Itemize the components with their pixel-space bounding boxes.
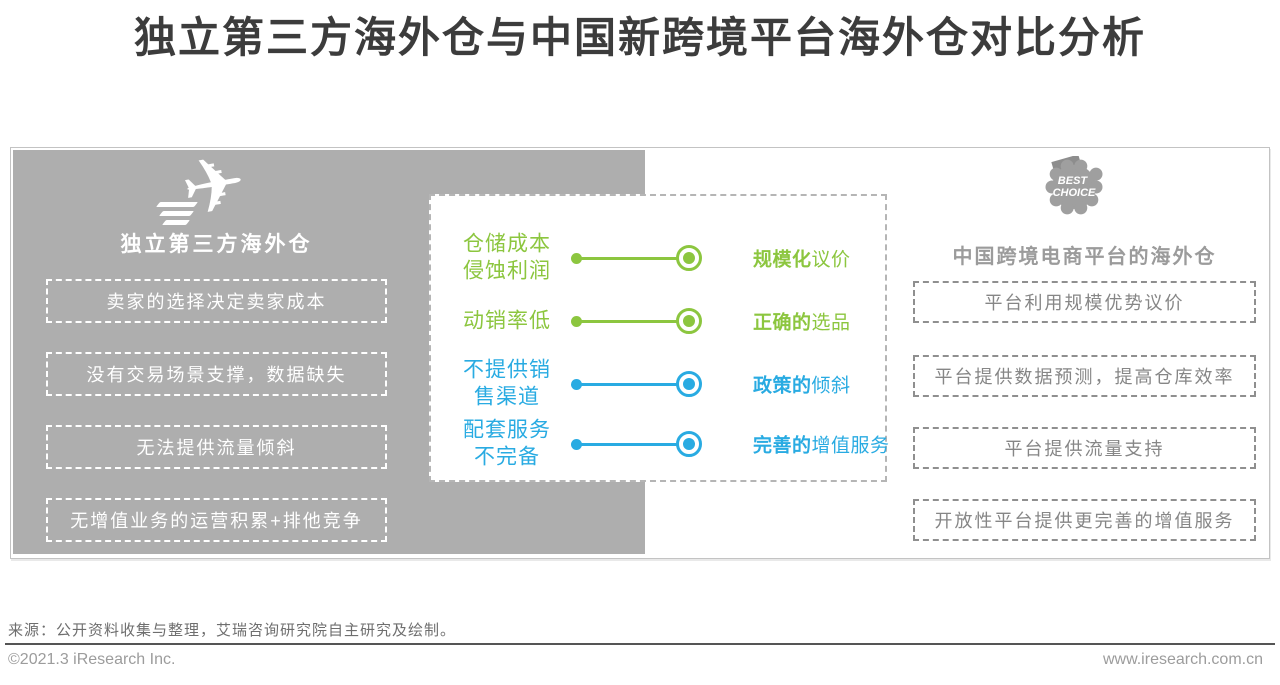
- left-item-label: 没有交易场景支撑，数据缺失: [86, 365, 347, 385]
- connector-ring-icon: [676, 245, 702, 271]
- comparison-row: 配套服务 不完备 完善的增值服务: [431, 409, 889, 479]
- svg-text:BEST CHOICE: BEST CHOICE: [1053, 175, 1096, 199]
- page-title: 独立第三方海外仓与中国新跨境平台海外仓对比分析: [133, 14, 1146, 61]
- weakness-label: 动销率低: [463, 309, 551, 333]
- left-item-box: 无增值业务的运营积累+排他竞争: [46, 498, 387, 542]
- weakness-label: 仓储成本 侵蚀利润: [463, 232, 551, 283]
- speed-line: [162, 220, 190, 225]
- comparison-panel: ✈ 独立第三方海外仓 卖家的选择决定卖家成本 没有交易场景支撑，数据缺失 无法提…: [10, 136, 1270, 559]
- connector-line: [580, 256, 678, 260]
- left-item-label: 无增值业务的运营积累+排他竞争: [70, 511, 363, 531]
- connector-dot: [571, 252, 582, 264]
- comparison-box: 仓储成本 侵蚀利润 规模化议价 动销率低 正确的选品: [429, 194, 889, 482]
- advantage-label: 规模化议价: [753, 249, 851, 271]
- airplane-icon: ✈: [156, 136, 280, 235]
- connector-line: [580, 319, 678, 323]
- left-item-box: 没有交易场景支撑，数据缺失: [46, 352, 387, 396]
- advantage-label: 正确的选品: [753, 312, 851, 334]
- left-item-label: 无法提供流量倾斜: [136, 438, 297, 458]
- connector-line: [580, 442, 678, 446]
- footer-divider: [5, 643, 1275, 645]
- copyright-text: ©2021.3 iResearch Inc.: [8, 651, 176, 668]
- left-item-box: 卖家的选择决定卖家成本: [46, 279, 387, 323]
- right-column: BEST CHOICE 中国跨境电商平台的海外仓 平台利用规模优势议价 平台提供…: [913, 148, 1256, 558]
- right-item-box: 平台提供数据预测，提高仓库效率: [913, 355, 1256, 397]
- connector-dot: [571, 378, 582, 390]
- connector-line: [580, 382, 678, 386]
- weakness-label: 不提供销 售渠道: [463, 358, 551, 409]
- connector-ring-icon: [676, 308, 702, 334]
- website-text: www.iresearch.com.cn: [1102, 651, 1263, 668]
- weakness-label: 配套服务 不完备: [463, 418, 551, 469]
- advantage-label: 政策的倾斜: [753, 375, 851, 397]
- right-item-box: 平台提供流量支持: [913, 427, 1256, 469]
- comparison-row: 仓储成本 侵蚀利润 规模化议价: [431, 223, 885, 293]
- right-heading: 中国跨境电商平台的海外仓: [952, 246, 1217, 268]
- left-item-label: 卖家的选择决定卖家成本: [106, 292, 327, 312]
- advantage-label: 完善的增值服务: [753, 435, 890, 457]
- right-item-box: 平台利用规模优势议价: [913, 281, 1256, 323]
- connector-ring-icon: [676, 431, 702, 457]
- right-item-box: 开放性平台提供更完善的增值服务: [913, 499, 1256, 541]
- right-item-label: 平台利用规模优势议价: [984, 293, 1185, 313]
- connector-ring-icon: [676, 371, 702, 397]
- right-item-label: 平台提供流量支持: [1004, 439, 1165, 459]
- left-item-box: 无法提供流量倾斜: [46, 425, 387, 469]
- right-item-label: 平台提供数据预测，提高仓库效率: [934, 367, 1235, 387]
- connector-dot: [571, 438, 582, 450]
- best-choice-badge-icon: BEST CHOICE: [1041, 154, 1107, 218]
- source-note: 来源：公开资料收集与整理，艾瑞咨询研究院自主研究及绘制。: [8, 622, 457, 639]
- airplane-glyph: ✈: [174, 136, 253, 235]
- connector-dot: [571, 315, 582, 327]
- comparison-row: 动销率低 正确的选品: [431, 286, 885, 356]
- comparison-row: 不提供销 售渠道 政策的倾斜: [431, 349, 885, 419]
- left-heading: 独立第三方海外仓: [120, 233, 313, 256]
- right-item-label: 开放性平台提供更完善的增值服务: [934, 511, 1235, 531]
- left-column: ✈ 独立第三方海外仓 卖家的选择决定卖家成本 没有交易场景支撑，数据缺失 无法提…: [46, 136, 387, 558]
